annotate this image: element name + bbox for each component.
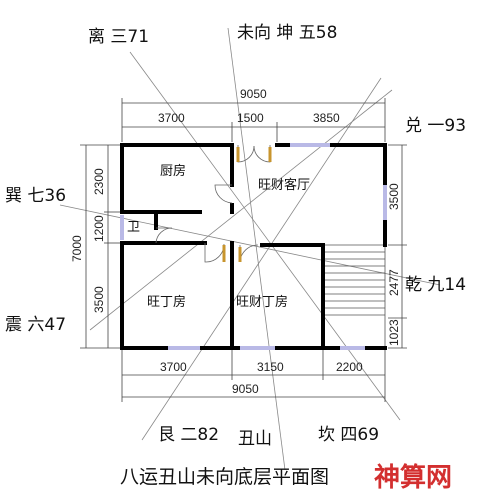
brand-logo: 神算网 [374,462,452,493]
room-ding: 旺丁房 [147,294,186,310]
direction-wei-kun: 未向 坤 五58 [237,23,337,43]
entrance-door-right [253,145,271,163]
ding-room-door [204,243,225,263]
dim-left-top: 2300 [92,168,106,195]
dim-bottom-left: 3700 [160,360,187,374]
windows [120,143,387,350]
dim-top-left: 3700 [158,111,185,125]
dim-right-top: 3500 [387,183,401,210]
cai-room-door [239,244,259,263]
staircase [323,244,386,348]
direction-kan: 坎 四69 [318,425,379,445]
dimension-lines [80,98,407,402]
dim-top-right: 3850 [313,111,340,125]
dim-right-mid: 2477 [387,269,401,296]
direction-zhen: 震 六47 [5,315,66,335]
direction-dui: 兑 一93 [405,116,466,136]
dim-bottom-mid: 3150 [257,360,284,374]
kitchen-door [214,184,233,204]
ray-li-kan [129,51,401,421]
dim-top-mid: 1500 [237,111,264,125]
dim-left-total: 7000 [70,235,84,262]
door-leaves [222,147,272,262]
room-cai-ding: 旺财丁房 [236,294,288,310]
bath-door [155,227,173,244]
page-title: 八运丑山未向底层平面图 [120,466,329,488]
direction-chou: 丑山 [238,429,272,449]
dim-left-mid: 1200 [92,215,106,242]
ray-kun-gen [141,77,382,441]
dim-bottom-right: 2200 [336,360,363,374]
dim-bottom-total: 9050 [232,382,259,396]
direction-xun: 巽 七36 [5,186,66,206]
dim-left-bottom: 3500 [92,286,106,313]
room-kitchen: 厨房 [160,163,186,179]
dim-top-total: 9050 [240,87,267,101]
direction-gen: 艮 二82 [158,425,219,445]
room-living: 旺财客厅 [258,177,310,193]
direction-li: 离 三71 [88,27,149,47]
direction-qian: 乾 九14 [405,275,466,295]
entrance-door-left [237,145,255,163]
dim-right-bottom: 1023 [387,319,401,346]
room-bath: 卫 [127,220,140,235]
ray-wei-chou [227,27,286,471]
ray-dui-zhen [89,89,393,331]
